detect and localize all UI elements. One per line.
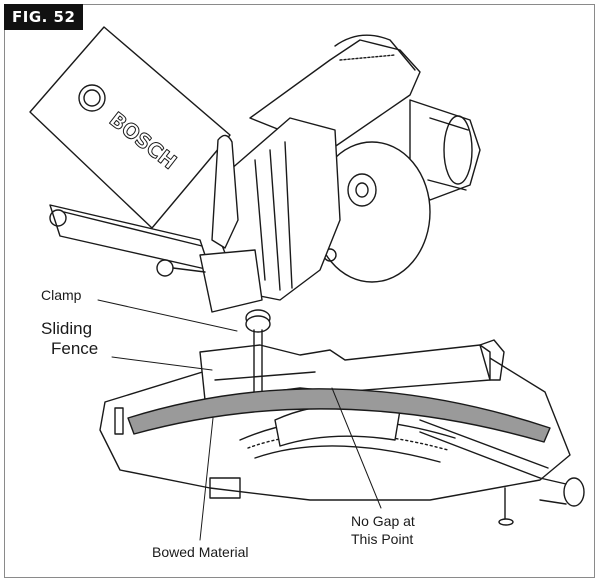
- callout-no-gap-line1: No Gap at: [351, 513, 415, 529]
- callout-sliding-fence-line2: Fence: [51, 339, 99, 358]
- base-bracket: [209, 477, 241, 499]
- miter-lock-knob: [498, 477, 585, 526]
- callout-no-gap: No Gap at This Point: [351, 512, 441, 548]
- saw-head: [199, 117, 341, 313]
- callout-bowed-material: Bowed Material: [152, 544, 249, 560]
- rear-rail: [49, 204, 211, 271]
- bevel-knob-icon: [156, 259, 174, 277]
- callout-leaders: [97, 299, 382, 541]
- carry-handle: [211, 134, 239, 249]
- blade-guard-panel: BOSCH: [29, 26, 231, 229]
- bowed-workpiece: [127, 388, 551, 443]
- callout-no-gap-line2: This Point: [351, 531, 414, 547]
- callout-sliding-fence: Sliding Fence: [41, 319, 131, 359]
- callout-clamp: Clamp: [41, 287, 82, 303]
- figure-number-badge: FIG. 52: [4, 4, 84, 30]
- bosch-logo-icon: [78, 84, 106, 112]
- callout-sliding-fence-line1: Sliding: [41, 319, 93, 338]
